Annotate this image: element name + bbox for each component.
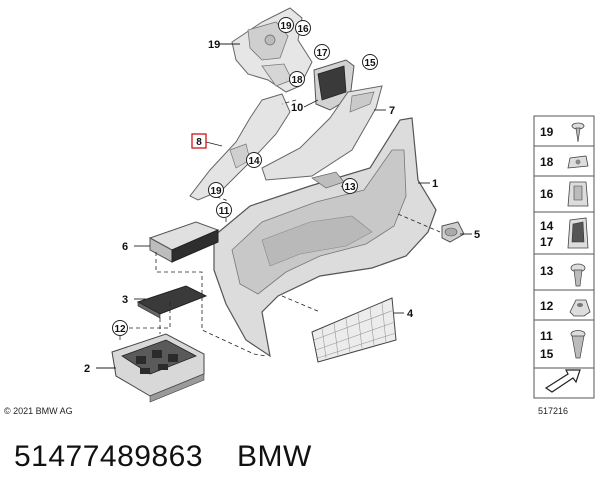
part-number-footer: 51477489863 BMW [14, 440, 312, 474]
clip-icon [567, 181, 589, 207]
callout-18: 18 [289, 71, 305, 87]
svg-text:18: 18 [540, 155, 554, 169]
leader-lines [96, 43, 472, 369]
screw-icon [571, 122, 585, 143]
callout-13: 13 [342, 178, 358, 194]
callout-19-top: 19 [278, 17, 294, 33]
svg-text:19: 19 [280, 21, 292, 32]
brand-name: BMW [237, 440, 312, 473]
copyright-text: © 2021 BMW AG [4, 406, 73, 416]
expanding-rivet-icon [570, 330, 586, 359]
part-number: 51477489863 [14, 440, 204, 473]
clip-nut-icon [567, 155, 589, 169]
callout-12: 12 [112, 320, 128, 336]
callout-16: 16 [295, 20, 311, 36]
part-label-7: 7 [389, 105, 395, 117]
part-label-10: 10 [291, 102, 303, 114]
part-label-9: 19 [208, 39, 220, 51]
part-label-5: 5 [474, 229, 480, 241]
cargo-net-part-4 [311, 297, 397, 363]
svg-text:12: 12 [540, 299, 554, 313]
part-label-1: 1 [432, 178, 438, 190]
hex-nut-icon [569, 299, 591, 317]
legend-row-19: 19 [540, 122, 585, 143]
legend-row-18: 18 [540, 155, 589, 169]
svg-text:15: 15 [364, 58, 376, 69]
svg-text:12: 12 [114, 324, 126, 335]
knob-part-5 [441, 221, 465, 243]
legend-row-14-17: 14 17 [540, 217, 589, 249]
svg-text:14: 14 [540, 219, 554, 233]
part-label-8-highlight[interactable]: 8 [191, 133, 207, 149]
callout-11: 11 [216, 202, 232, 218]
trim-cover-part-7 [261, 85, 383, 181]
legend-row-13: 13 [540, 263, 586, 287]
svg-text:19: 19 [540, 125, 554, 139]
callout-15: 15 [362, 54, 378, 70]
part-label-2: 2 [84, 363, 90, 375]
svg-text:11: 11 [540, 329, 553, 343]
callout-14: 14 [246, 152, 262, 168]
circled-callouts: 19 16 17 15 18 14 13 19 11 12 [112, 17, 378, 336]
svg-text:15: 15 [540, 347, 554, 361]
push-rivet-icon [570, 263, 586, 287]
callout-17: 17 [314, 44, 330, 60]
legend-row-11-15: 11 15 [540, 329, 586, 361]
floor-mat-part-3 [136, 285, 208, 319]
svg-text:16: 16 [540, 187, 554, 201]
svg-text:8: 8 [196, 137, 202, 148]
part-label-6: 6 [122, 241, 128, 253]
svg-text:17: 17 [540, 235, 554, 249]
part-labels: 19 10 7 1 5 6 3 4 2 [84, 39, 480, 375]
storage-box-part-2 [111, 333, 205, 403]
svg-text:13: 13 [344, 182, 356, 193]
svg-text:19: 19 [210, 186, 222, 197]
svg-text:11: 11 [219, 206, 230, 217]
svg-text:14: 14 [248, 156, 260, 167]
svg-text:17: 17 [316, 48, 328, 59]
cover-panel-part-6 [148, 221, 220, 263]
drawing-number: 517216 [538, 406, 568, 416]
arrow-icon [544, 369, 581, 393]
part-label-4: 4 [407, 308, 414, 320]
svg-text:13: 13 [540, 264, 554, 278]
callout-19-mid: 19 [208, 182, 224, 198]
legend-row-16: 16 [540, 181, 589, 207]
side-trim-panel-part-1 [213, 117, 437, 358]
fastener-legend: 19 18 16 14 17 [533, 115, 595, 399]
legend-row-12: 12 [540, 299, 591, 317]
svg-text:18: 18 [291, 75, 303, 86]
part-label-3: 3 [122, 294, 128, 306]
svg-text:16: 16 [297, 24, 309, 35]
spring-clip-icon [567, 217, 589, 249]
